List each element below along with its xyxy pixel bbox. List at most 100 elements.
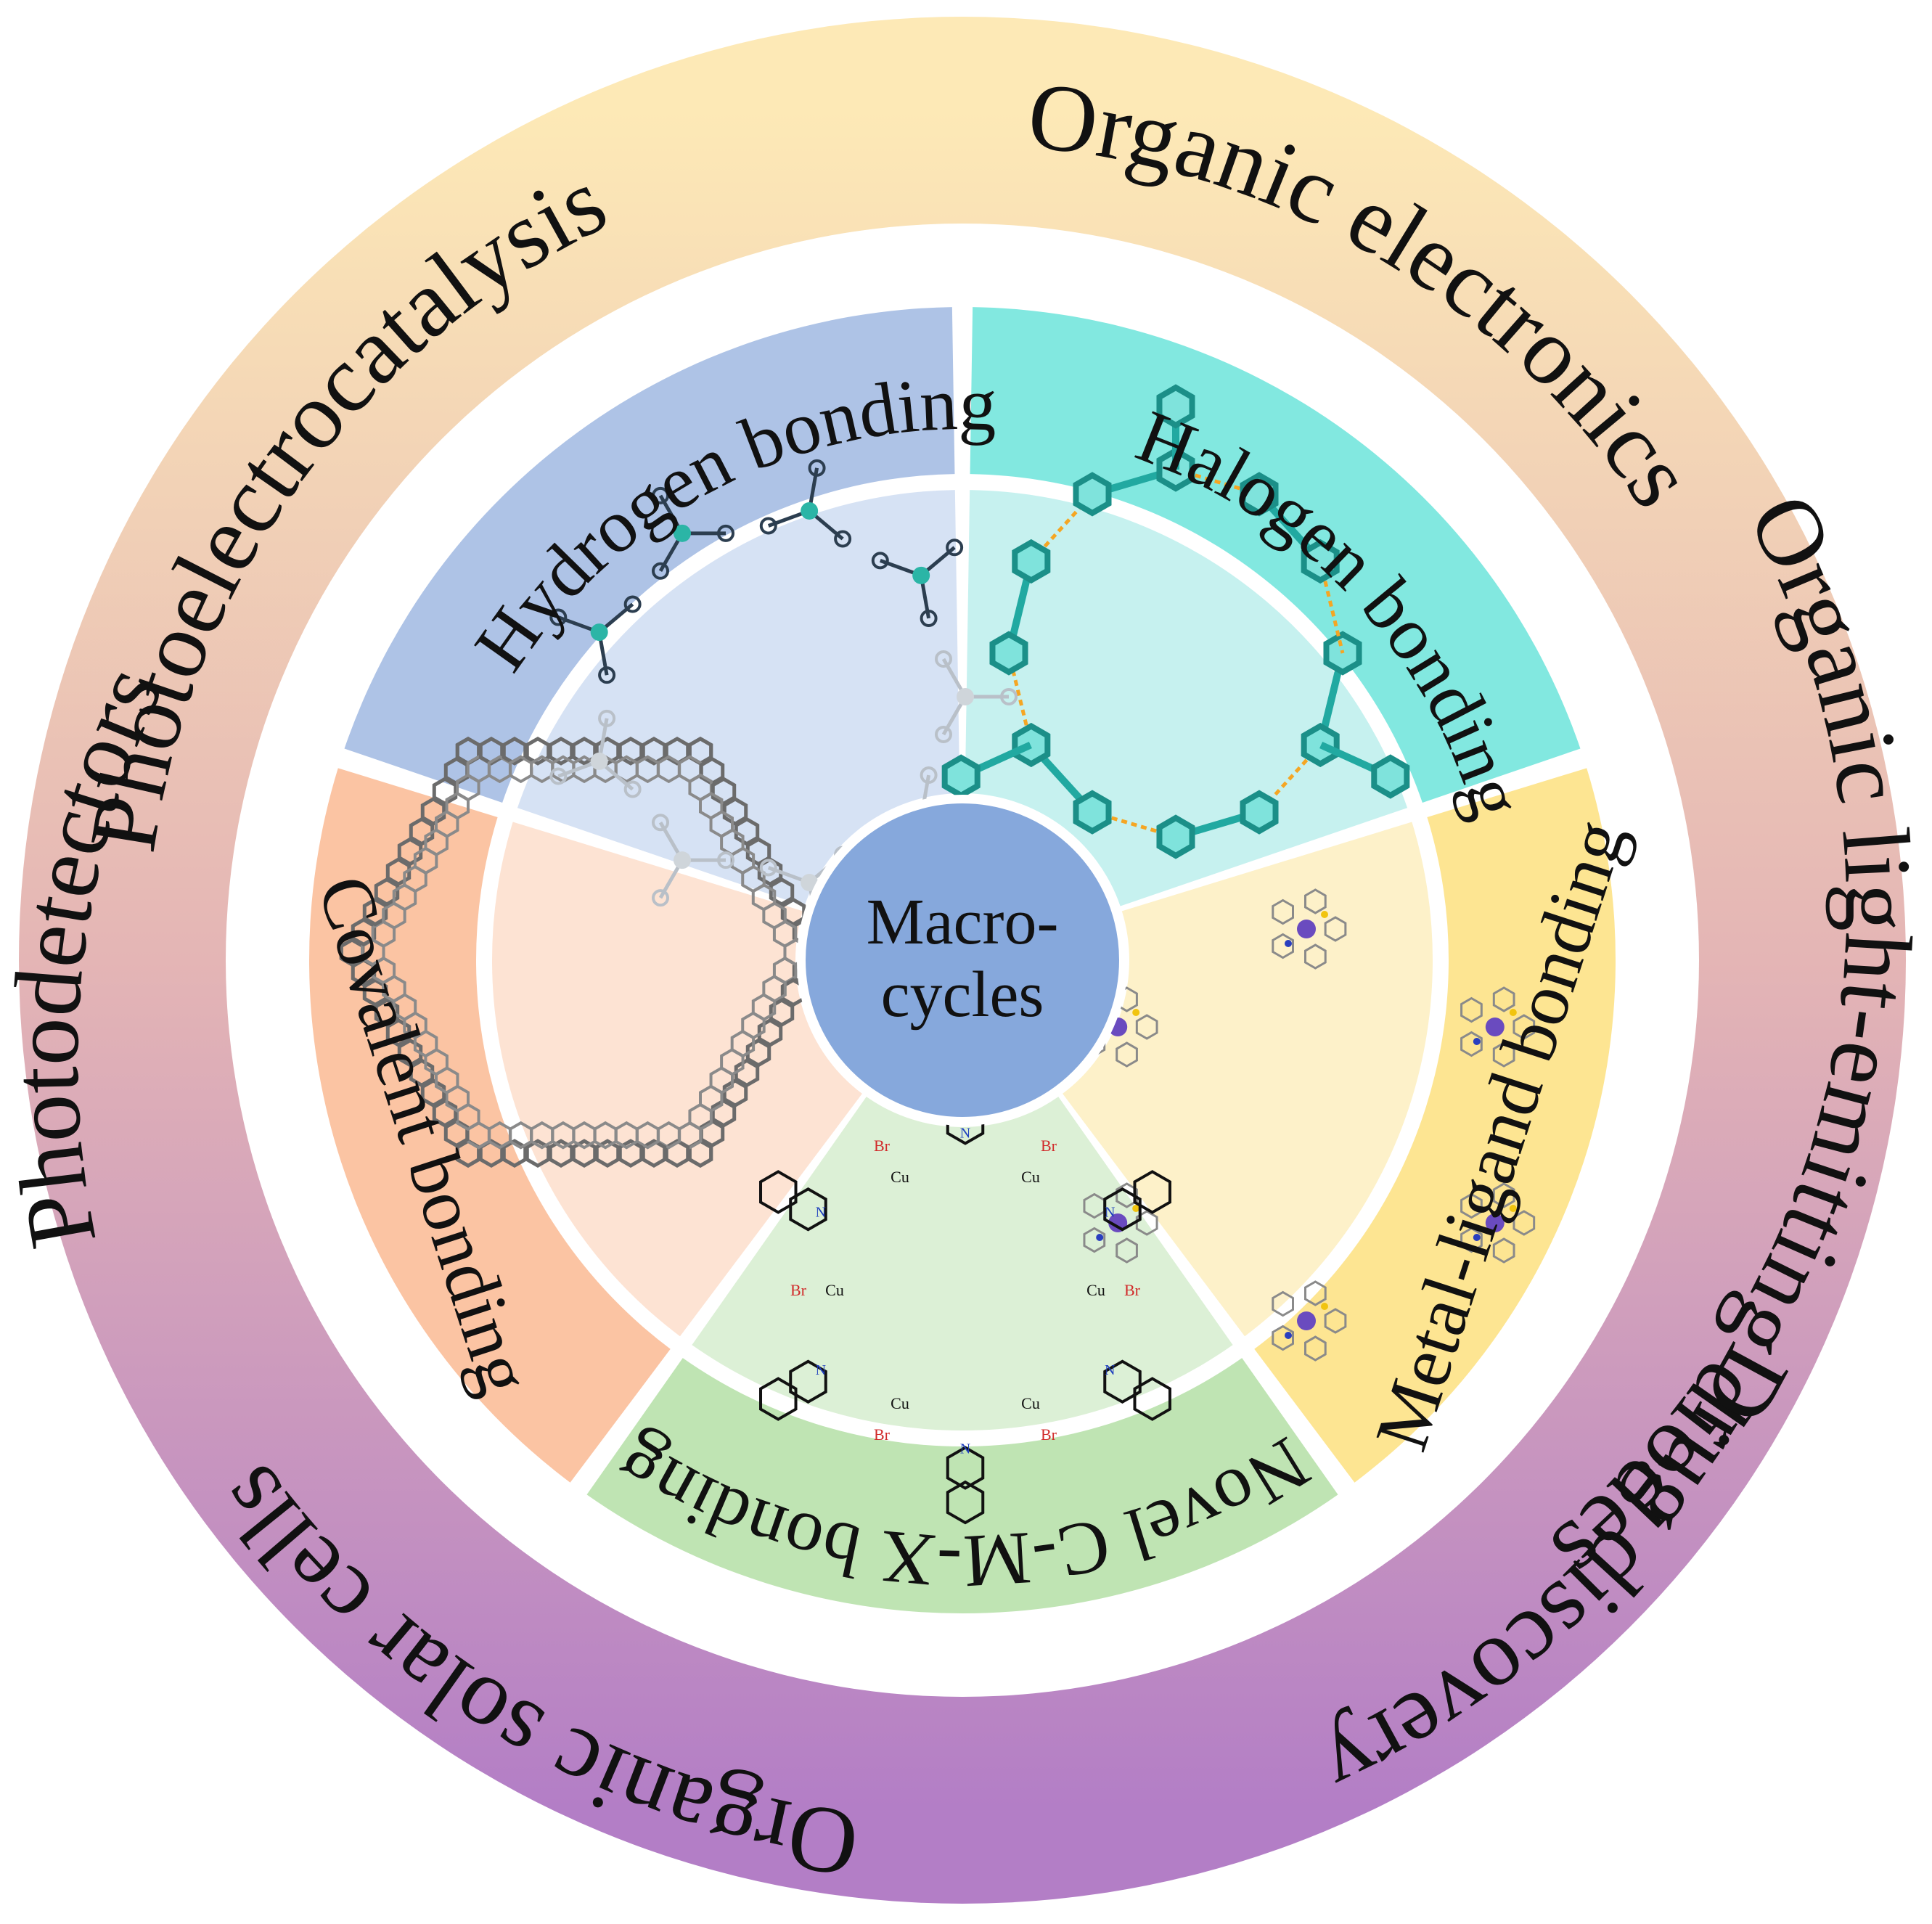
cmx-copper-label: Cu xyxy=(1021,1168,1040,1186)
covalent-ring xyxy=(409,816,435,846)
covalent-ring xyxy=(351,957,377,987)
cmx-nitrogen-label: N xyxy=(960,1441,970,1457)
hydrogen-atom xyxy=(946,539,964,557)
covalent-ring xyxy=(478,736,504,766)
hydrogen-node xyxy=(590,752,608,770)
covalent-ring xyxy=(745,837,771,867)
metal-ligand-ring xyxy=(1272,1290,1294,1317)
hydrogen-atom xyxy=(920,766,938,785)
hydrogen-atom xyxy=(623,595,642,613)
hydrogen-atom xyxy=(1000,688,1018,705)
covalent-ring xyxy=(525,736,551,766)
covalent-ring xyxy=(722,797,748,826)
hydrogen-atom xyxy=(598,709,616,727)
sulfur-atom xyxy=(1321,1303,1328,1310)
cmx-bromine-label: Br xyxy=(874,1425,891,1444)
covalent-ring xyxy=(722,1078,748,1108)
novel-cmx-inner-panel xyxy=(692,1097,1233,1430)
covalent-ring xyxy=(734,1058,760,1088)
covalent-ring xyxy=(618,1139,644,1168)
metal-center xyxy=(1297,920,1316,938)
hydrogen-node xyxy=(674,851,691,869)
center-circle xyxy=(797,795,1128,1126)
metal-center xyxy=(1485,1213,1505,1232)
cmx-ring xyxy=(1103,1359,1142,1404)
covalent-band xyxy=(309,768,671,1483)
halogen-ring xyxy=(941,754,981,799)
metal-ligand-inner-panel xyxy=(1063,822,1433,1337)
metal-ligand-ring xyxy=(1116,1237,1138,1264)
halogen-ring xyxy=(1073,790,1112,835)
hydrogen-atom xyxy=(935,725,952,743)
cmx-ring xyxy=(946,1480,985,1525)
hydrogen-atom xyxy=(623,780,642,798)
hydrogen-atom xyxy=(717,851,734,869)
covalent-ring xyxy=(757,1018,783,1047)
metal-ligand-ring xyxy=(1116,1182,1138,1208)
cmx-copper-label: Cu xyxy=(1021,1394,1040,1412)
center-label-line1: Macro- xyxy=(867,886,1059,958)
metal-ligand-ring xyxy=(1492,1237,1515,1264)
sulfur-atom xyxy=(1132,1009,1140,1016)
metal-ligand-ring xyxy=(1304,888,1327,914)
hydrogen-band xyxy=(344,307,955,803)
covalent-ring xyxy=(420,1078,446,1108)
metal-ligand-ring xyxy=(1135,1210,1158,1236)
halogen-ring xyxy=(989,631,1028,676)
metal-ligand-ring xyxy=(1304,1280,1327,1306)
covalent-ring xyxy=(757,857,783,887)
halogen-band xyxy=(970,307,1581,803)
metal-ligand-ring xyxy=(1460,1031,1483,1057)
covalent-ring xyxy=(397,837,423,867)
cmx-nitrogen-label: N xyxy=(816,1362,826,1378)
cmx-ring xyxy=(946,1446,985,1490)
halogen-ring xyxy=(1156,384,1195,429)
nitrogen-atom xyxy=(1285,1332,1292,1339)
cmx-ring xyxy=(1133,1377,1171,1421)
covalent-ring xyxy=(641,736,667,766)
metal-ligand-band xyxy=(1254,768,1616,1483)
halogen-ring xyxy=(1240,790,1279,835)
hydrogen-node xyxy=(801,874,819,892)
metal-ligand-ring xyxy=(1460,1192,1483,1219)
metal-ligand-ring xyxy=(1513,1014,1536,1040)
cmx-copper-label: Cu xyxy=(825,1281,844,1299)
metal-ligand-ring xyxy=(1135,1014,1158,1040)
metal-ligand-ring xyxy=(1324,916,1347,942)
hydrogen-atom xyxy=(808,459,826,477)
covalent-ring xyxy=(699,1118,725,1148)
hydrogen-atom xyxy=(549,608,568,626)
halogen-ring xyxy=(1012,539,1051,584)
covalent-ring xyxy=(432,777,458,806)
metal-ligand-ring xyxy=(1304,1335,1327,1362)
covalent-ring xyxy=(385,857,412,887)
metal-ligand-ring xyxy=(1460,1227,1483,1253)
hydrogen-node xyxy=(912,566,930,584)
sulfur-atom xyxy=(1509,1205,1517,1212)
hydrogen-atom xyxy=(759,859,777,877)
cmx-bromine-label: Br xyxy=(874,1137,891,1155)
covalent-ring xyxy=(780,897,806,927)
covalent-ring xyxy=(362,978,388,1007)
covalent-ring xyxy=(443,1118,470,1148)
cmx-ring xyxy=(759,1170,798,1214)
hydrogen-atom xyxy=(652,814,669,832)
hydrogen-atom xyxy=(759,517,777,535)
sulfur-atom xyxy=(1321,911,1328,918)
cmx-ring xyxy=(1133,1170,1171,1214)
covalent-ring xyxy=(432,1098,458,1128)
metal-center xyxy=(1485,1018,1505,1036)
cmx-nitrogen-label: N xyxy=(816,1204,826,1220)
sulfur-atom xyxy=(1132,1205,1140,1212)
covalent-ring xyxy=(734,816,760,846)
hydrogen-atom xyxy=(935,650,952,668)
covalent-ring xyxy=(618,736,644,766)
covalent-ring xyxy=(362,897,388,927)
hydrogen-node xyxy=(957,688,974,705)
covalent-ring xyxy=(664,736,690,766)
covalent-ring xyxy=(548,1139,574,1168)
covalent-ring xyxy=(502,736,528,766)
cmx-nitrogen-label: N xyxy=(1105,1362,1115,1378)
cmx-bromine-label: Br xyxy=(790,1281,807,1299)
